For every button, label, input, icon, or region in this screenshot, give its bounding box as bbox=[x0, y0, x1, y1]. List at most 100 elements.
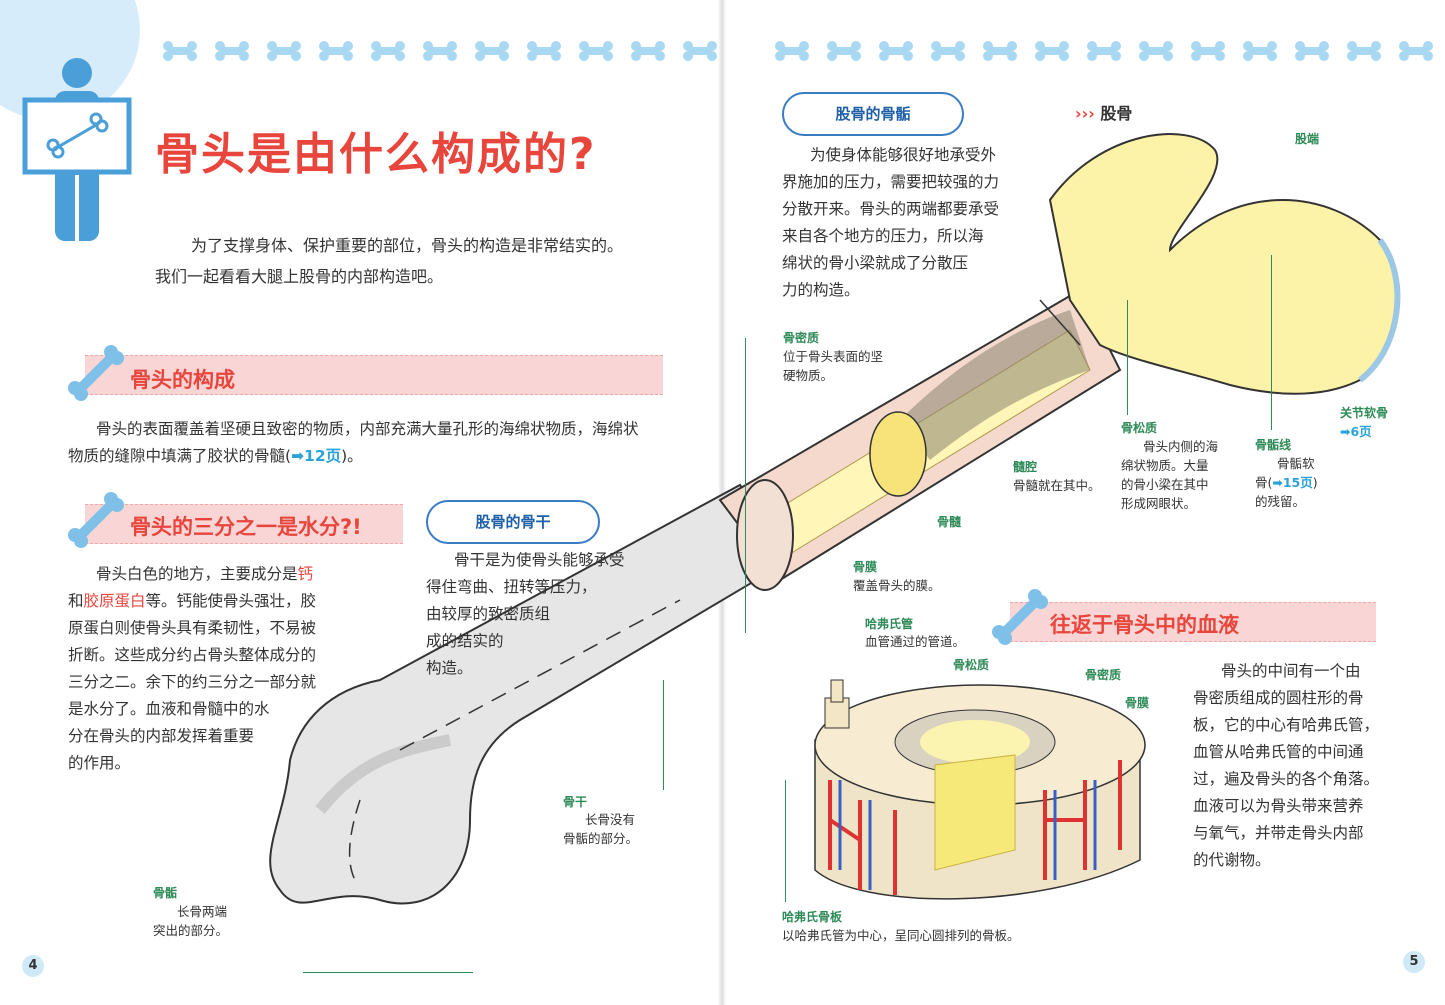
water-line-2c: 等。钙能使骨头强壮，胶 bbox=[145, 592, 317, 610]
epiphyseal-desc-2: 骨(➡15页) bbox=[1255, 473, 1318, 492]
label-femoral-end: 股端 bbox=[1295, 132, 1320, 146]
label-compact-desc: 位于骨头表面的坚 硬物质。 bbox=[783, 347, 883, 385]
blood-line-4: 血管从哈弗氏管的中间通 bbox=[1193, 743, 1364, 761]
blood-line-5: 过，遍及骨头的各个角落。 bbox=[1193, 770, 1380, 788]
section-heading-composition: 骨头的构成 bbox=[130, 368, 235, 392]
composition-text: 骨头的表面覆盖着坚硬且致密的物质，内部充满大量孔形的海绵状物质，海绵状 物质的缝… bbox=[68, 416, 668, 470]
page-number-left: 4 bbox=[22, 955, 44, 977]
leader-line bbox=[745, 338, 746, 633]
epiphysis-desc-1: 长骨两端 bbox=[177, 904, 228, 919]
label-articular-cartilage: 关节软骨 bbox=[1340, 406, 1389, 420]
label-epiphyseal-line: 骨骺线 bbox=[1255, 438, 1292, 452]
label-epiphysis: 骨骺 bbox=[153, 886, 178, 900]
compact-desc-1: 位于骨头表面的坚 bbox=[783, 349, 884, 364]
epiphyseal-desc-2b: ) bbox=[1312, 475, 1318, 490]
label-spongy-bone: 骨松质 bbox=[1121, 421, 1158, 435]
pill-femur-shaft: 股骨的骨干 bbox=[426, 500, 600, 544]
blood-text: 骨头的中间有一个由 骨密质组成的圆柱形的骨 板，它的中心有哈弗氏管， 血管从哈弗… bbox=[1193, 658, 1393, 874]
blood-line-6: 血液可以为骨头带来营养 bbox=[1193, 797, 1364, 815]
label-medullary-cavity: 髓腔 bbox=[1013, 460, 1038, 474]
blood-line-2: 骨密质组成的圆柱形的骨 bbox=[1193, 689, 1364, 707]
femur-tag-label: 股骨 bbox=[1100, 104, 1133, 123]
blood-line-3: 板，它的中心有哈弗氏管， bbox=[1193, 716, 1380, 734]
epiphyseal-desc-1: 骨骺软 bbox=[1277, 456, 1315, 471]
section-band-blood bbox=[1010, 602, 1376, 642]
label-spongy-desc: 骨头内侧的海 绵状物质。大量 的骨小梁在其中 形成网眼状。 bbox=[1121, 437, 1218, 513]
label-haversian-lamella: 哈弗氏骨板 bbox=[782, 910, 843, 924]
label-cs-compact: 骨密质 bbox=[1085, 668, 1122, 682]
person-xray-icon bbox=[22, 58, 132, 245]
water-line-1: 骨头白色的地方，主要成分是钙 bbox=[68, 561, 358, 588]
blood-line-8: 的代谢物。 bbox=[1193, 851, 1271, 869]
water-line-6: 是水分了。血液和骨髓中的水 bbox=[68, 700, 270, 718]
shaft-line-2: 得住弯曲、扭转等压力， bbox=[426, 578, 597, 596]
label-marrow: 骨髓 bbox=[937, 515, 962, 529]
section-heading-blood: 往返于骨头中的血液 bbox=[1050, 613, 1239, 637]
collagen-term: 胶原蛋白 bbox=[83, 592, 146, 610]
epiphyseal-ref-link[interactable]: ➡15页 bbox=[1272, 475, 1313, 490]
label-diaphysis-desc: 长骨没有 骨骺的部分。 bbox=[563, 810, 638, 848]
section-heading-water: 骨头的三分之一是水分?! bbox=[130, 515, 362, 539]
composition-line-1: 骨头的表面覆盖着坚硬且致密的物质，内部充满大量孔形的海绵状物质，海绵状 bbox=[96, 420, 639, 438]
water-line-3: 原蛋白则使骨头具有柔韧性，不易被 bbox=[68, 619, 317, 637]
bone-icon bbox=[68, 492, 124, 548]
spongy-desc-2: 绵状物质。大量 bbox=[1121, 458, 1209, 473]
epiphysis-box-line-5: 绵状的骨小梁就成了分散压 bbox=[782, 254, 969, 272]
composition-line-2: 物质的缝隙中填满了胶状的骨髓(➡12页)。 bbox=[68, 443, 668, 470]
page-title: 骨头是由什么构成的? bbox=[155, 129, 597, 180]
label-epiphysis-desc: 长骨两端 突出的部分。 bbox=[153, 902, 228, 940]
epiphysis-box-line-3: 分散开来。骨头的两端都要承受 bbox=[782, 200, 1000, 218]
label-cs-spongy: 骨松质 bbox=[953, 658, 990, 672]
shaft-line-3: 由较厚的致密质组 bbox=[426, 605, 551, 623]
spongy-desc-4: 形成网眼状。 bbox=[1121, 496, 1197, 511]
pill-femur-epiphysis: 股骨的骨骺 bbox=[782, 92, 964, 136]
femur-tag: ››› 股骨 bbox=[1075, 100, 1132, 124]
triple-chevron-icon: ››› bbox=[1075, 104, 1095, 123]
blood-line-1: 骨头的中间有一个由 bbox=[1221, 662, 1361, 680]
shaft-line-5: 构造。 bbox=[426, 659, 473, 677]
epiphysis-box-line-4: 来自各个地方的压力，所以海 bbox=[782, 227, 984, 245]
epiphyseal-desc-2a: 骨( bbox=[1255, 475, 1273, 490]
label-articular-ref: ➡6页 bbox=[1340, 422, 1372, 441]
label-periosteum-desc: 覆盖骨头的膜。 bbox=[853, 578, 941, 593]
water-line-1a: 骨头白色的地方，主要成分是 bbox=[96, 565, 298, 583]
shaft-line-4: 成的结实的 bbox=[426, 632, 504, 650]
leader-line bbox=[1271, 255, 1272, 430]
epiphysis-box-line-2: 界施加的压力，需要把较强的力 bbox=[782, 173, 1000, 191]
spongy-desc-1: 骨头内侧的海 bbox=[1143, 439, 1219, 454]
label-compact-bone: 骨密质 bbox=[783, 331, 820, 345]
leader-line bbox=[303, 972, 473, 973]
diaphysis-desc-1: 长骨没有 bbox=[585, 812, 636, 827]
leader-line bbox=[1127, 300, 1128, 415]
articular-ref-link[interactable]: ➡6页 bbox=[1340, 424, 1372, 439]
shaft-text: 骨干是为使骨头能够承受 得住弯曲、扭转等压力， 由较厚的致密质组 成的结实的 构… bbox=[426, 547, 666, 682]
diaphysis-desc-2: 骨骺的部分。 bbox=[563, 831, 639, 846]
bone-icon bbox=[992, 589, 1048, 645]
water-line-2: 和胶原蛋白等。钙能使骨头强壮，胶 bbox=[68, 588, 358, 615]
label-haversian-canal-desc: 血管通过的管道。 bbox=[865, 634, 966, 649]
section-band-water bbox=[85, 504, 403, 544]
spongy-desc-3: 的骨小梁在其中 bbox=[1121, 477, 1209, 492]
water-line-8: 的作用。 bbox=[68, 754, 131, 772]
water-line-4: 折断。这些成分约占骨头整体成分的 bbox=[68, 646, 317, 664]
epiphysis-box-line-6: 力的构造。 bbox=[782, 281, 860, 299]
section-band-composition bbox=[85, 355, 663, 395]
page-number-right: 5 bbox=[1403, 951, 1425, 973]
calcium-term: 钙 bbox=[297, 565, 314, 583]
bone-icon bbox=[68, 345, 124, 401]
label-diaphysis: 骨干 bbox=[563, 795, 588, 809]
cross-section-illustration bbox=[814, 679, 1146, 900]
water-line-7: 分在骨头的内部发挥着重要 bbox=[68, 727, 255, 745]
label-cs-periosteum: 骨膜 bbox=[1125, 696, 1150, 710]
blood-line-7: 与氧气，并带走骨头内部 bbox=[1193, 824, 1364, 842]
bone-strip-decoration bbox=[163, 41, 1433, 61]
label-epiphyseal-desc: 骨骺软 骨(➡15页) 的残留。 bbox=[1255, 454, 1318, 511]
compact-desc-2: 硬物质。 bbox=[783, 368, 834, 383]
shaft-line-1: 骨干是为使骨头能够承受 bbox=[454, 551, 625, 569]
intro-text: 为了支撑身体、保护重要的部位，骨头的构造是非常结实的。 我们一起看看大腿上股骨的… bbox=[155, 230, 623, 292]
leader-line bbox=[663, 680, 664, 790]
water-text: 骨头白色的地方，主要成分是钙 和胶原蛋白等。钙能使骨头强壮，胶 原蛋白则使骨头具… bbox=[68, 561, 358, 777]
page-ref-link[interactable]: ➡12页 bbox=[291, 447, 342, 465]
composition-line-2-text: 物质的缝隙中填满了胶状的骨髓( bbox=[68, 447, 292, 465]
